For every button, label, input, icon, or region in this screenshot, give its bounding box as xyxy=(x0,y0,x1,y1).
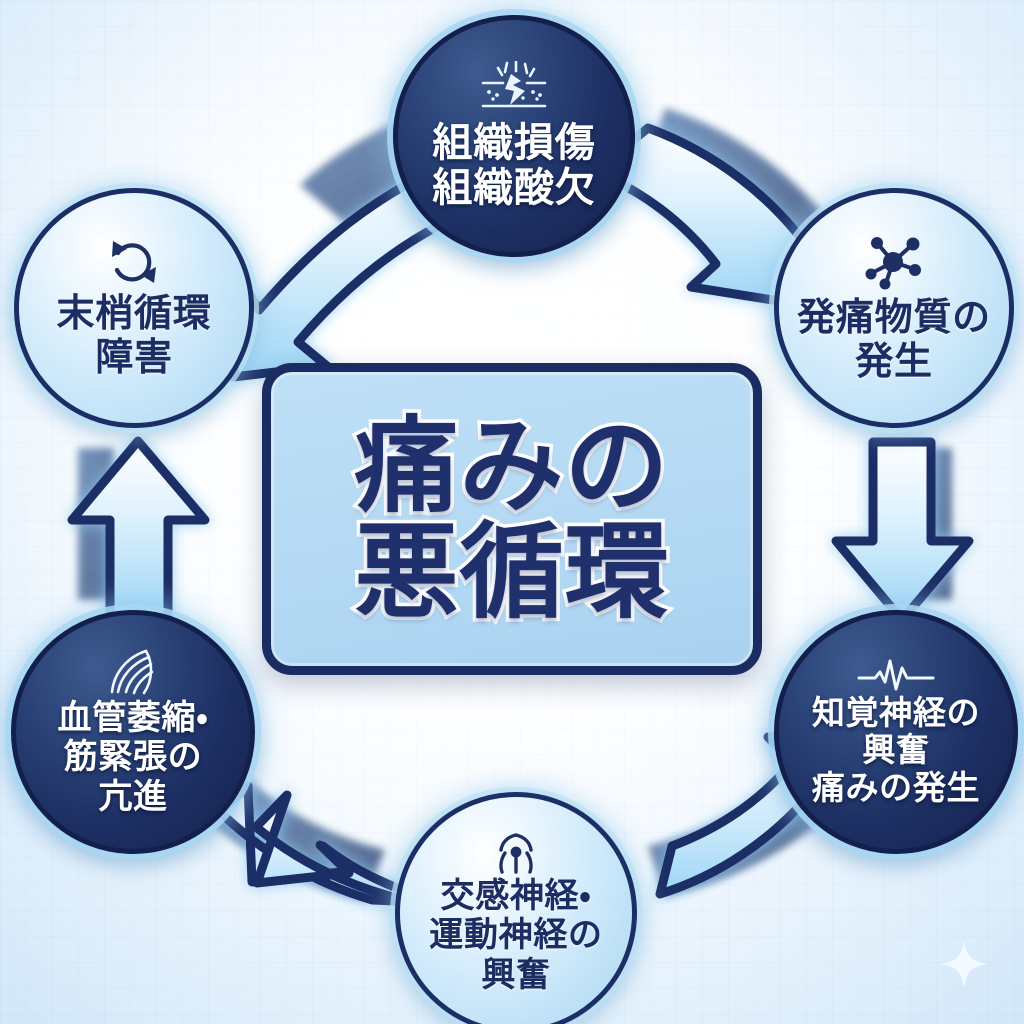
arrow-lower-left-to-upper-left xyxy=(67,436,210,625)
node-label: 末梢循環 障害 xyxy=(56,290,212,379)
node-label: 知覚神経の 興奮 痛みの発生 xyxy=(811,692,981,807)
node-label: 血管萎縮・ 筋緊張の 亢進 xyxy=(57,697,209,817)
center-title-card: 痛みの 悪循環 xyxy=(262,363,762,675)
molecule-icon xyxy=(862,233,926,293)
pulse-wave-icon xyxy=(857,658,935,692)
node-tissue-damage[interactable]: 組織損傷 組織酸欠 xyxy=(393,15,635,257)
tissue-damage-icon xyxy=(477,60,551,119)
node-peripheral-circulation[interactable]: 末梢循環 障害 xyxy=(14,188,254,428)
muscle-fiber-icon xyxy=(105,647,161,697)
arrow-upper-right-to-lower-right xyxy=(831,437,974,625)
neuron-icon xyxy=(493,831,539,875)
node-label: 交感神経・ 運動神経の 興奮 xyxy=(429,875,603,995)
sparkle-decoration xyxy=(938,938,990,990)
node-pain-substance[interactable]: 発痛物質の 発生 xyxy=(774,188,1014,428)
node-sympathetic-motor-nerve[interactable]: 交感神経・ 運動神経の 興奮 xyxy=(395,792,637,1024)
center-title-text: 痛みの 悪循環 xyxy=(351,404,672,633)
node-sensory-nerve[interactable]: 知覚神経の 興奮 痛みの発生 xyxy=(774,610,1018,854)
node-label: 組織損傷 組織酸欠 xyxy=(432,120,596,211)
node-label: 発痛物質の 発生 xyxy=(797,294,991,383)
node-vascular-muscle-tension[interactable]: 血管萎縮・ 筋緊張の 亢進 xyxy=(11,610,255,854)
cycle-arrows-icon xyxy=(105,237,163,289)
